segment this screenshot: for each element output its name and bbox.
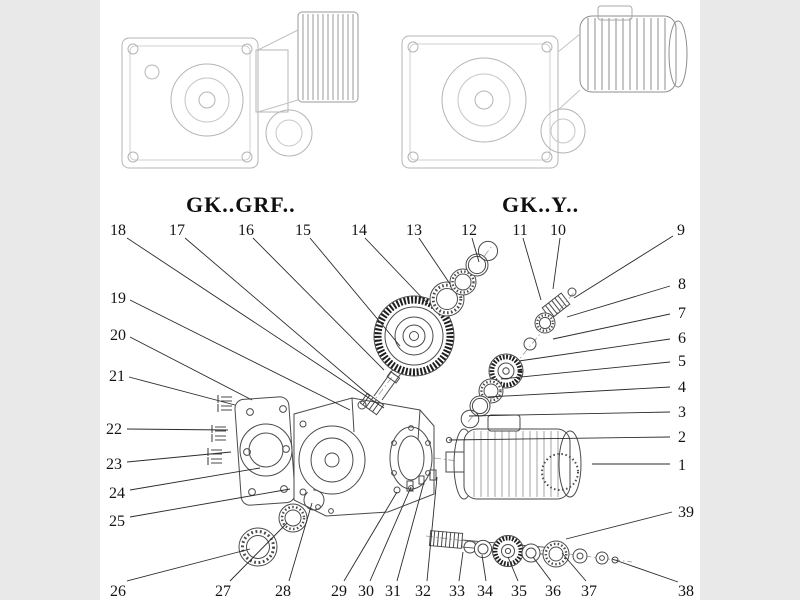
- callout-number-22: 22: [106, 421, 122, 438]
- leader-line-3: [468, 411, 671, 417]
- callout-number-33: 33: [449, 583, 465, 600]
- callout-number-16: 16: [238, 222, 254, 239]
- callout-number-15: 15: [295, 222, 311, 239]
- fasteners-and-plugs: [393, 469, 437, 494]
- leader-line-26: [126, 548, 251, 582]
- callout-number-37: 37: [581, 583, 597, 600]
- callout-number-14: 14: [351, 222, 367, 239]
- leader-line-29: [343, 491, 398, 582]
- callout-number-18: 18: [110, 222, 126, 239]
- callout-number-17: 17: [169, 222, 185, 239]
- leader-line-22: [126, 428, 229, 431]
- leader-line-8: [566, 285, 671, 318]
- leader-line-33: [458, 551, 464, 582]
- gear-housing: [293, 397, 435, 517]
- leader-line-4: [487, 386, 671, 398]
- callout-number-28: 28: [275, 583, 291, 600]
- leader-line-14: [364, 237, 429, 305]
- assembly-axes: [369, 245, 633, 563]
- leader-line-17: [184, 237, 371, 397]
- callout-number-8: 8: [678, 276, 686, 293]
- leader-line-6: [518, 338, 671, 362]
- callout-number-30: 30: [358, 583, 374, 600]
- callout-number-29: 29: [331, 583, 347, 600]
- leader-line-7: [552, 313, 671, 340]
- callout-number-12: 12: [461, 222, 477, 239]
- callout-number-27: 27: [215, 583, 231, 600]
- leader-line-32: [426, 476, 438, 582]
- leader-line-37: [561, 552, 587, 582]
- leader-line-15: [309, 237, 401, 347]
- callout-number-19: 19: [110, 290, 126, 307]
- leader-lines: [126, 235, 679, 583]
- callout-number-23: 23: [106, 456, 122, 473]
- callout-number-36: 36: [545, 583, 561, 600]
- leader-line-20: [129, 336, 253, 401]
- leader-line-18: [126, 237, 385, 409]
- leader-line-16: [252, 237, 385, 371]
- callout-number-6: 6: [678, 330, 686, 347]
- leader-line-13: [418, 237, 451, 285]
- bevel-pinion-set: [460, 287, 577, 429]
- callout-number-9: 9: [677, 222, 685, 239]
- exploded-view: [207, 240, 633, 568]
- callout-number-10: 10: [550, 222, 566, 239]
- callout-number-32: 32: [415, 583, 431, 600]
- gearbox-drawing-y: [401, 5, 688, 169]
- callout-number-20: 20: [110, 327, 126, 344]
- callout-number-13: 13: [406, 222, 422, 239]
- callout-number-35: 35: [511, 583, 527, 600]
- callout-number-24: 24: [109, 485, 125, 502]
- leader-line-35: [507, 556, 519, 582]
- gearbox-drawing-grf: [121, 11, 359, 169]
- motor-drawing: [579, 15, 688, 93]
- leader-line-19: [129, 299, 351, 411]
- callout-number-26: 26: [110, 583, 126, 600]
- callout-number-39: 39: [678, 504, 694, 521]
- leader-line-24: [129, 467, 261, 491]
- callout-number-3: 3: [678, 404, 686, 421]
- leader-line-21: [128, 376, 236, 406]
- callout-number-11: 11: [512, 222, 527, 239]
- motor: [445, 414, 582, 500]
- input-gear-set: [359, 240, 499, 416]
- output-bearing-set: [238, 489, 325, 567]
- output-shaft-set: [428, 530, 619, 568]
- callout-number-34: 34: [477, 583, 493, 600]
- leader-line-11: [522, 237, 542, 301]
- callout-number-7: 7: [678, 305, 686, 322]
- callout-number-25: 25: [109, 513, 125, 530]
- leader-line-23: [126, 451, 232, 463]
- leader-line-36: [532, 556, 552, 582]
- callout-number-31: 31: [385, 583, 401, 600]
- leader-line-39: [565, 511, 673, 540]
- mounting-flange: [234, 396, 296, 506]
- callout-number-21: 21: [109, 368, 125, 385]
- leader-line-30: [369, 486, 412, 582]
- model-label-grf: GK..GRF..: [186, 192, 296, 217]
- leader-line-27: [229, 522, 288, 582]
- leader-line-2: [448, 436, 671, 441]
- callout-number-1: 1: [678, 457, 686, 474]
- callout-number-4: 4: [678, 379, 686, 396]
- fin-cover: [297, 11, 359, 103]
- leader-line-34: [481, 554, 487, 582]
- model-label-y: GK..Y..: [502, 192, 580, 217]
- leader-line-31: [396, 481, 425, 582]
- leader-line-25: [129, 488, 291, 518]
- leader-line-12: [471, 237, 480, 263]
- leader-line-9: [573, 235, 674, 299]
- callout-number-5: 5: [678, 353, 686, 370]
- leader-line-10: [552, 237, 561, 290]
- leader-line-28: [288, 502, 313, 582]
- leader-line-38: [611, 558, 679, 583]
- callout-number-2: 2: [678, 429, 686, 446]
- leader-line-5: [500, 361, 671, 380]
- callout-number-38: 38: [678, 583, 694, 600]
